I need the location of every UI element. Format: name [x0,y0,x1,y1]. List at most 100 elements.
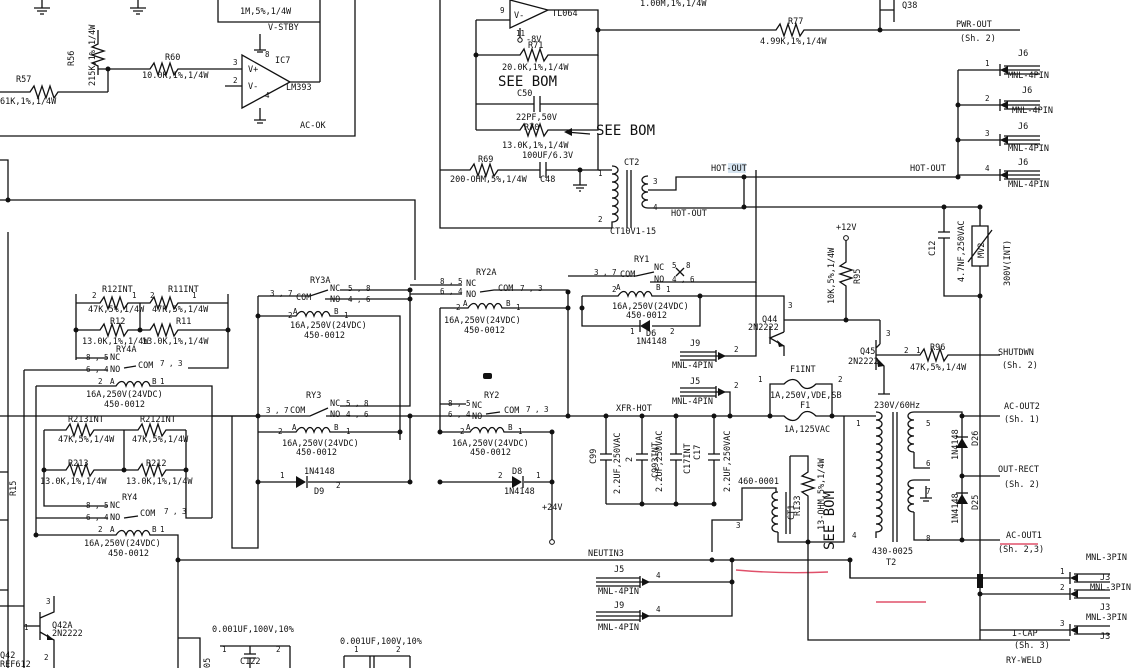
svg-text:5 , 8: 5 , 8 [346,399,369,408]
plus24v-label: +24V [542,503,562,513]
j9-part-mid: MNL-4PIN [672,361,713,371]
tl064-label: TL064 [552,9,578,19]
r11int-value: 47K,5%,1/4W [152,305,209,315]
ic7-part: LM393 [286,83,312,93]
j6-pin-3 [999,134,1040,146]
q42-label: Q42 [0,651,15,661]
ry2-no: NO [472,412,482,422]
c122-label: C122 [240,657,260,667]
j6-label-3: J6 [1018,122,1028,132]
svg-text:8 , 5: 8 , 5 [440,277,463,286]
svg-text:1: 1 [630,327,635,336]
svg-text:6: 6 [926,459,931,468]
j3-label-1: J3 [1100,573,1110,583]
r212-value: 13.0K,1%,1/4W [126,477,193,487]
svg-text:3: 3 [46,597,51,606]
svg-text:3: 3 [653,177,658,186]
svg-text:2: 2 [98,525,103,534]
svg-text:2: 2 [288,311,293,320]
svg-text:2: 2 [460,427,465,436]
d26-part: 1N4148 [951,429,961,460]
r57-label: R57 [16,75,31,85]
r71-value: 20.0K,1%,1/4W [502,63,569,73]
svg-text:A: A [110,525,115,534]
ry-weld-label: RY-WELD [1006,656,1042,666]
svg-text:B: B [508,423,513,432]
svg-text:7: 7 [926,487,931,496]
v230-label: 230V/60Hz [874,401,920,411]
driver-transistors: 3 Q44 2N2222 +12V 10K,5%,1/4W R95 3 Q45 … [748,223,1038,395]
ry2-nc: NC [472,401,482,411]
r11-label: R11 [176,317,191,327]
ry1-no: NO [654,275,664,285]
j6-connector-group: 12 34 J6 MNL-4PIN J6 MNL-4PIN J6 MNL-4PI… [955,49,1053,190]
r-top-value: 1M,5%,1/4W [240,7,292,17]
out-rect-label: OUT-RECT [998,465,1039,475]
ry3a-no: NO [330,295,340,305]
d9-part: 1N4148 [304,467,335,477]
r69-value: 200-OHM,5%,1/4W [450,175,528,185]
svg-text:2: 2 [396,645,401,654]
ct1-part: 460-0001 [738,477,779,487]
plus12v-label: +12V [836,223,856,233]
svg-text:7 , 3: 7 , 3 [520,284,543,293]
q42a-part: 2N2222 [52,629,83,639]
ry3-nc: NC [330,399,340,409]
svg-text:1: 1 [666,285,671,294]
ct1-label: CT1 [787,505,797,520]
svg-text:B: B [656,283,661,292]
r212-label: R212 [146,459,166,469]
r71-label: R71 [528,41,543,51]
c993-pin: 2 [625,457,635,462]
ry2a-no: NO [466,290,476,300]
j6-pin-2 [999,99,1040,111]
svg-text:1: 1 [160,525,165,534]
c50-label: C50 [517,89,532,99]
r213-value: 13.0K,1%,1/4W [40,477,107,487]
see-bom-2: SEE BOM [596,123,655,139]
vstby-label: V-STBY [268,23,299,33]
svg-text:2: 2 [498,471,503,480]
see-bom-1: SEE BOM [498,74,557,90]
svg-text:2: 2 [612,285,617,294]
svg-text:3: 3 [788,301,793,310]
c122-pin-partial: 05 [203,658,213,668]
r77-label: R77 [788,17,803,27]
c48-label: C48 [540,175,555,185]
j9-label-bottom: J9 [614,601,624,611]
j3-part-1: MNL-3PIN [1086,553,1127,563]
svg-text:1: 1 [192,291,197,300]
c-low-value-2: 0.001UF,100V,10% [340,637,422,647]
j3-part-2: MNL-3PIN [1090,583,1131,593]
svg-text:1: 1 [516,303,521,312]
ry3-spec: 16A,250V(24VDC) [282,439,359,449]
d6-part: 1N4148 [636,337,667,347]
svg-text:B: B [152,525,157,534]
c99-label: C99 [589,449,599,464]
r12int-label: R12INT [102,285,133,295]
svg-text:2: 2 [456,303,461,312]
svg-text:B: B [334,307,339,316]
c993int-label: C993INT [651,442,661,478]
svg-text:6 , 4: 6 , 4 [440,287,463,296]
ry4-spec: 16A,250V(24VDC) [84,539,161,549]
shutdwn-label: SHUTDWN [998,348,1034,358]
r69-label: R69 [478,155,493,165]
svg-text:2: 2 [44,653,49,662]
j6-pin-1 [999,64,1040,76]
c17-label: C17 [693,445,703,460]
svg-text:A: A [616,283,621,292]
svg-text:1: 1 [222,645,227,654]
hot-out-label-2: HOT-OUT [671,209,707,219]
ry4a-part: 450-0012 [104,400,145,410]
svg-text:3: 3 [736,521,741,530]
j3-part-3: MNL-3PIN [1086,613,1127,623]
ry4-no: NO [110,513,120,523]
r15-label: R15 [9,481,19,496]
j6-label-4: J6 [1018,158,1028,168]
q42-partial: REF612 [0,660,31,668]
q45-part: 2N2222 [848,357,879,367]
svg-text:4: 4 [656,605,661,614]
